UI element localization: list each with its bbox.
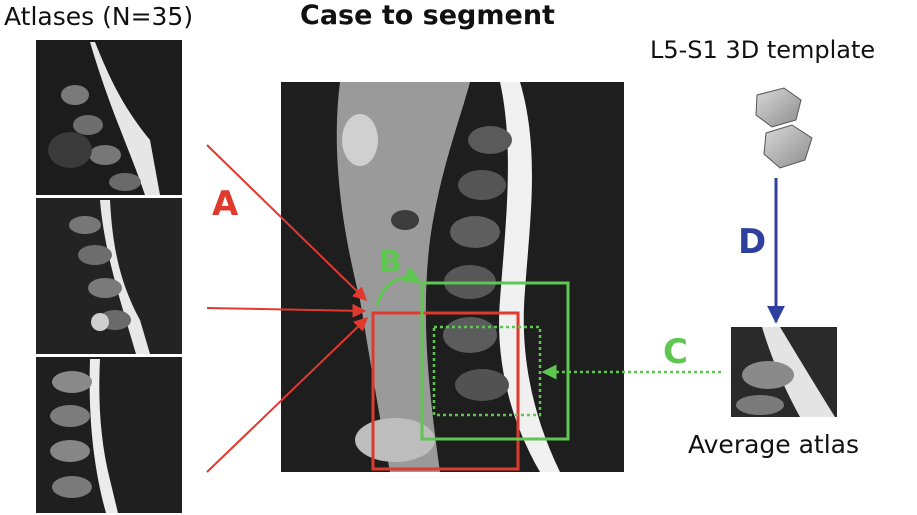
case-title: Case to segment bbox=[300, 0, 555, 31]
label-d: D bbox=[738, 222, 766, 262]
template-title: L5-S1 3D template bbox=[650, 36, 875, 64]
case-mri-image bbox=[281, 82, 624, 472]
atlas-image-3 bbox=[36, 357, 182, 513]
label-c: C bbox=[663, 332, 688, 372]
label-a: A bbox=[212, 184, 238, 224]
l5-s1-template-shape bbox=[756, 88, 812, 168]
average-atlas-image bbox=[731, 327, 837, 417]
label-b: B bbox=[379, 245, 402, 280]
atlases-title: Atlases (N=35) bbox=[4, 2, 193, 31]
atlas-image-1 bbox=[36, 40, 182, 195]
average-atlas-title: Average atlas bbox=[688, 430, 859, 459]
atlas-image-2 bbox=[36, 198, 182, 354]
